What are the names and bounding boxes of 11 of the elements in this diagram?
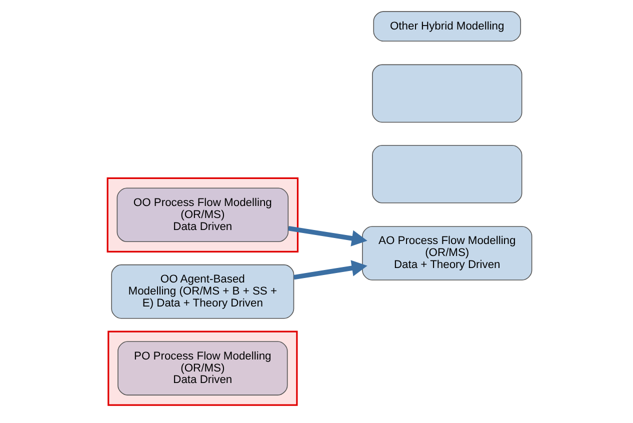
node-box: OO Agent-Based Modelling (OR/MS + B + SS + E) Data + Theory Driven [111,264,294,319]
node-box: Other Hybrid Modelling [373,11,522,42]
arrow [288,226,368,246]
node-box: OO Process Flow Modelling (OR/MS) Data Driven [116,188,289,242]
node-oval [372,64,522,123]
node-box: PO Process Flow Modelling (OR/MS) Data Driven [118,341,288,396]
node-oval [372,144,522,204]
node-box: AO Process Flow Modelling (OR/MS) Data + Theory Driven [362,226,532,280]
cluster [106,177,299,252]
arrow [294,260,368,280]
cluster [108,330,298,406]
